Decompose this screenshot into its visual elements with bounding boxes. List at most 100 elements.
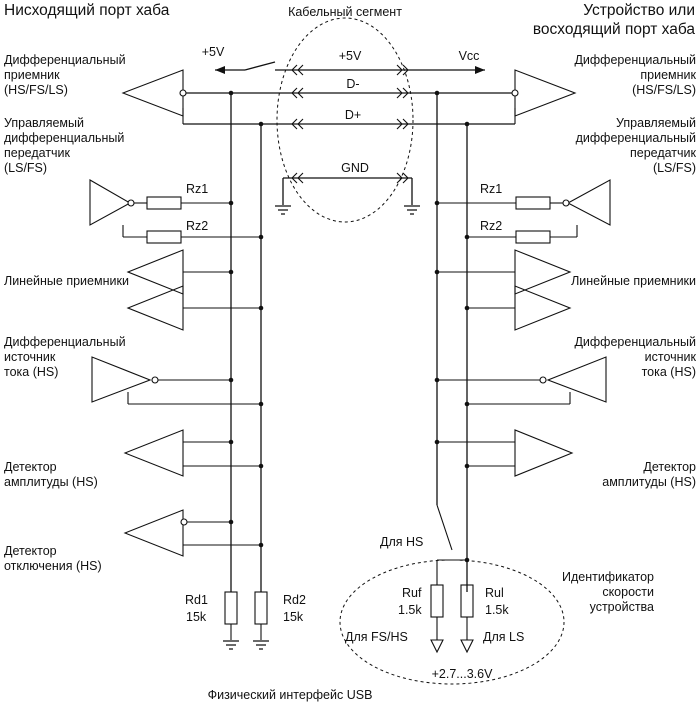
rd1-value: 15k xyxy=(186,610,207,624)
left-line-rx-label: Линейные приемники xyxy=(4,274,129,288)
rd2-resistor xyxy=(254,591,268,625)
left-transmitter-bubble xyxy=(127,199,135,207)
right-current-source-triangle xyxy=(546,356,607,403)
left-cur-src-label: источник xyxy=(4,350,56,364)
left-line-receiver-1 xyxy=(126,249,184,295)
vbus-right-label: Vcc xyxy=(459,49,480,63)
right-rz1-resistor xyxy=(515,196,551,210)
voltage-range-label: +2.7...3.6V xyxy=(432,667,493,681)
right-diff-transmitter-triangle xyxy=(566,179,611,226)
gnd-label: GND xyxy=(341,161,369,175)
ruf-value: 1.5k xyxy=(398,603,422,617)
vbus-left-label: +5V xyxy=(202,45,225,59)
right-diff-tx-label: Управляемый xyxy=(616,116,696,130)
right-line-rx-label: Линейные приемники xyxy=(571,274,696,288)
vbus-right-arrow xyxy=(475,66,485,74)
left-diff-rx-label: Дифференциальный xyxy=(4,53,126,67)
left-rz1-resistor xyxy=(146,196,182,210)
left-amp-det-label: амплитуды (HS) xyxy=(4,475,98,489)
right-speed-id-label: скорости xyxy=(602,585,654,599)
switch-hs-label: Для HS xyxy=(380,535,423,549)
right-amp-det-label: амплитуды (HS) xyxy=(602,475,696,489)
cable-segment-heading: Кабельный сегмент xyxy=(288,5,402,19)
left-amp-det-label: Детектор xyxy=(4,460,57,474)
cable-segment-ellipse xyxy=(276,17,414,223)
ruf-resistor xyxy=(430,584,444,618)
dminus-label: D- xyxy=(346,77,359,91)
rd2-value: 15k xyxy=(283,610,304,624)
ground-icon xyxy=(223,640,239,650)
left-current-source-triangle xyxy=(91,356,152,403)
rd2-label: Rd2 xyxy=(283,593,306,607)
left-diff-tx-label: дифференциальный xyxy=(4,131,124,145)
right-amp-det-label: Детектор xyxy=(643,460,696,474)
right-cur-src-label: Дифференциальный xyxy=(574,335,696,349)
right-rz1-label: Rz1 xyxy=(480,182,502,196)
right-speed-id-label: Идентификатор xyxy=(562,570,654,584)
arrow-down-icon xyxy=(430,639,444,654)
rul-label: Rul xyxy=(485,586,504,600)
left-diff-transmitter-triangle xyxy=(89,179,132,226)
left-cur-src-label: Дифференциальный xyxy=(4,335,126,349)
right-amplitude-detector xyxy=(514,429,574,477)
left-disc-det-label: отключения (HS) xyxy=(4,559,102,573)
vbus-cable-label: +5V xyxy=(339,49,362,63)
left-block-labels: Дифференциальныйприемник(HS/FS/LS)Управл… xyxy=(4,53,129,573)
rd1-label: Rd1 xyxy=(185,593,208,607)
right-diff-rx-label: приемник xyxy=(640,68,696,82)
vbus-switch xyxy=(244,61,276,71)
arrow-down-icon xyxy=(460,639,474,654)
right-diff-tx-label: дифференциальный xyxy=(576,131,696,145)
left-diff-tx-label: Управляемый xyxy=(4,116,84,130)
dplus-label: D+ xyxy=(345,108,361,122)
left-rz2-label: Rz2 xyxy=(186,219,208,233)
right-current-source-bubble xyxy=(539,376,547,384)
right-block-labels: Дифференциальныйприемник(HS/FS/LS)Управл… xyxy=(562,53,697,614)
left-disconnect-detector xyxy=(123,509,184,557)
right-diff-tx-label: передатчик xyxy=(630,146,697,160)
right-rz2-resistor xyxy=(515,230,551,244)
right-line-receiver-1 xyxy=(514,249,572,295)
right-heading-line1: Устройство или xyxy=(583,2,695,19)
rd1-resistor xyxy=(224,591,238,625)
left-disconnect-bubble xyxy=(180,518,188,526)
right-line-receiver-2 xyxy=(514,285,572,331)
left-diff-rx-label: приемник xyxy=(4,68,60,82)
left-diff-tx-label: (LS/FS) xyxy=(4,161,47,175)
switch-fs-hs-label: Для FS/HS xyxy=(345,630,408,644)
right-transmitter-bubble xyxy=(562,199,570,207)
left-diff-rx-label: (HS/FS/LS) xyxy=(4,83,68,97)
rul-value: 1.5k xyxy=(485,603,509,617)
switch-ls-label: Для LS xyxy=(483,630,524,644)
right-receiver-bubble xyxy=(511,89,519,97)
bottom-heading: Физический интерфейс USB xyxy=(208,688,373,702)
right-diff-rx-label: Дифференциальный xyxy=(574,53,696,67)
right-rz2-label: Rz2 xyxy=(480,219,502,233)
right-diff-rx-label: (HS/FS/LS) xyxy=(632,83,696,97)
ruf-label: Ruf xyxy=(402,586,422,600)
left-rz2-resistor xyxy=(146,230,182,244)
right-diff-receiver-triangle xyxy=(514,69,577,117)
left-amplitude-detector xyxy=(123,429,184,477)
left-receiver-bubble xyxy=(179,89,187,97)
left-diff-tx-label: передатчик xyxy=(4,146,71,160)
left-heading: Нисходящий порт хаба xyxy=(4,2,170,19)
right-diff-tx-label: (LS/FS) xyxy=(653,161,696,175)
cable-connector-marks xyxy=(291,64,409,184)
right-heading-line2: восходящий порт хаба xyxy=(533,21,696,38)
left-line-receiver-2 xyxy=(126,285,184,331)
right-speed-id-label: устройства xyxy=(590,600,654,614)
left-current-source-bubble xyxy=(151,376,159,384)
left-cur-src-label: тока (HS) xyxy=(4,365,58,379)
ground-icon xyxy=(253,640,269,650)
left-diff-receiver-triangle xyxy=(121,69,184,117)
right-cur-src-label: источник xyxy=(645,350,697,364)
right-cur-src-label: тока (HS) xyxy=(642,365,696,379)
left-rz1-label: Rz1 xyxy=(186,182,208,196)
vbus-left-arrow xyxy=(215,66,225,74)
speed-id-switch xyxy=(436,504,453,551)
ground-icon xyxy=(404,205,420,215)
ground-icon xyxy=(275,205,291,215)
speed-identifier-ellipse xyxy=(339,559,565,685)
